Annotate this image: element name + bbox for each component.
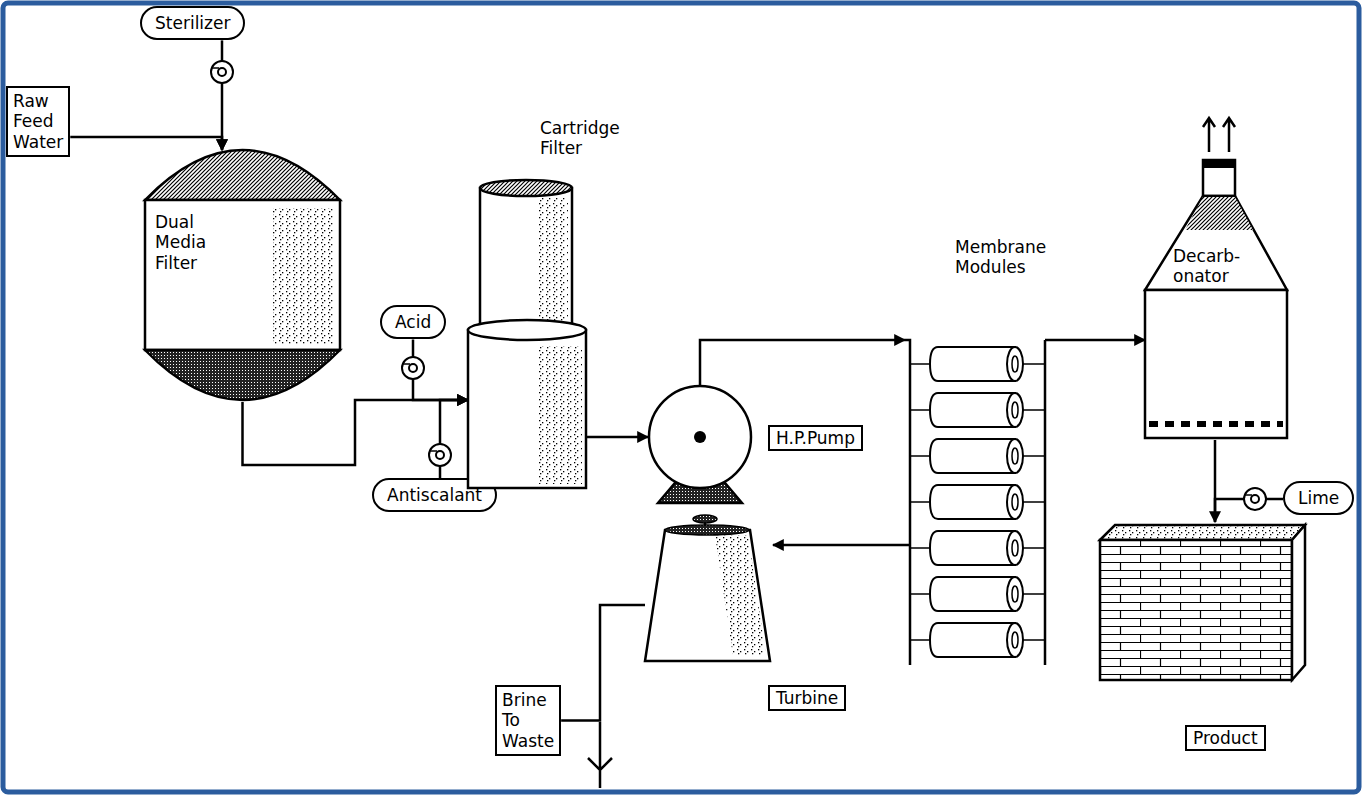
cartridge-base — [468, 330, 586, 488]
membrane-tube — [930, 347, 1015, 381]
membrane-tube — [930, 577, 1015, 611]
tower-cone — [1145, 196, 1287, 290]
node-label: Dual Media Filter — [155, 212, 206, 273]
filter-tank: Dual Media Filter — [145, 150, 340, 402]
frame — [3, 3, 1359, 792]
membrane-tube — [930, 485, 1015, 519]
tube-cap — [1007, 485, 1023, 519]
tube-cap — [1007, 531, 1023, 565]
tank-top — [1100, 525, 1305, 540]
turbine-knob — [693, 515, 717, 523]
pipe-connector — [700, 340, 905, 385]
waste-box: Brine To Waste — [495, 685, 561, 756]
membrane-tube — [930, 623, 1015, 657]
tower-body — [1145, 290, 1287, 438]
dosing-pump — [429, 444, 451, 466]
membrane-rack: Membrane Modules — [905, 325, 1050, 670]
turbine-top — [665, 525, 749, 535]
node-label: Decarb- onator — [1173, 246, 1240, 287]
chemical-feed: Acid — [380, 305, 446, 339]
chemical-feed: Sterilizer — [140, 6, 245, 40]
high-pressure-pump: H.P.Pump — [648, 385, 752, 505]
turbine-shading — [715, 535, 766, 656]
pipe-connector — [1050, 339, 1145, 342]
turbine-outline — [645, 515, 773, 663]
tube-port — [1012, 356, 1018, 372]
cartridge-body — [480, 188, 572, 338]
membrane-tube — [930, 393, 1015, 427]
tube-port — [1012, 586, 1018, 602]
node-label: Turbine — [768, 685, 846, 711]
pipe-connector — [561, 605, 645, 721]
chemical-feed: Lime — [1283, 481, 1354, 515]
node-label: Membrane Modules — [955, 237, 1046, 278]
filter-media — [273, 208, 333, 344]
dosing-pump — [402, 357, 424, 379]
product-tank: Product — [1100, 522, 1305, 682]
pump-casing — [649, 386, 751, 488]
cartridge-rim — [468, 320, 586, 340]
turbine-body — [645, 530, 770, 661]
decarb-outline — [1145, 160, 1287, 440]
source-box: Raw Feed Water — [6, 86, 70, 157]
tube-cap — [1007, 393, 1023, 427]
dosing-pump — [1244, 488, 1266, 510]
tube-port — [1012, 402, 1018, 418]
node-label: Cartridge Filter — [540, 118, 620, 159]
tube-port — [1012, 540, 1018, 556]
tube-cap — [1007, 439, 1023, 473]
cartridge-top — [480, 180, 572, 196]
node-label: Product — [1185, 725, 1266, 751]
cartridge-media — [538, 198, 568, 328]
tube-cap — [1007, 347, 1023, 381]
pipe-connector — [773, 544, 905, 547]
air-grid — [1149, 421, 1283, 427]
node-label: Acid — [395, 312, 431, 332]
cartridge-media — [538, 346, 582, 484]
node-label: Raw Feed Water — [13, 91, 63, 152]
pipe-connector — [586, 436, 648, 439]
pump-outline — [648, 385, 752, 505]
tank-body — [145, 200, 340, 350]
vent-arrows — [1203, 118, 1235, 152]
tank-outline — [145, 150, 340, 402]
drain-funnel — [588, 722, 612, 788]
cone-shading — [1185, 197, 1253, 230]
decarbonator: Decarb- onator — [1145, 160, 1287, 440]
node-label: H.P.Pump — [768, 425, 863, 451]
tube-port — [1012, 494, 1018, 510]
tank-side — [1292, 525, 1305, 680]
node-label: Sterilizer — [155, 13, 230, 33]
membrane-tube — [930, 531, 1015, 565]
modules-outline — [905, 325, 1050, 670]
pipe-connector — [243, 400, 469, 465]
tank-bottom — [145, 350, 340, 400]
cartridge-filter: Cartridge Filter — [468, 118, 586, 490]
dosing-pump — [211, 61, 233, 83]
tube-cap — [1007, 623, 1023, 657]
vent-cap — [1203, 160, 1235, 168]
node-label: Lime — [1298, 488, 1339, 508]
tube-port — [1012, 448, 1018, 464]
tube-cap — [1007, 577, 1023, 611]
pump-shaft — [694, 431, 706, 443]
membrane-tube — [930, 439, 1015, 473]
pipe-connector — [221, 40, 224, 150]
tank-dome — [145, 150, 340, 200]
node-label: Brine To Waste — [502, 690, 554, 751]
brick-wall — [1100, 540, 1292, 680]
pipe-connector — [70, 137, 222, 150]
cart-outline — [468, 118, 586, 490]
manifold — [905, 340, 1050, 665]
pipe-connector — [440, 400, 468, 478]
vent-stack — [1203, 160, 1235, 196]
product-outline — [1100, 522, 1305, 682]
tube-port — [1012, 632, 1018, 648]
energy-turbine: Turbine — [645, 515, 773, 663]
